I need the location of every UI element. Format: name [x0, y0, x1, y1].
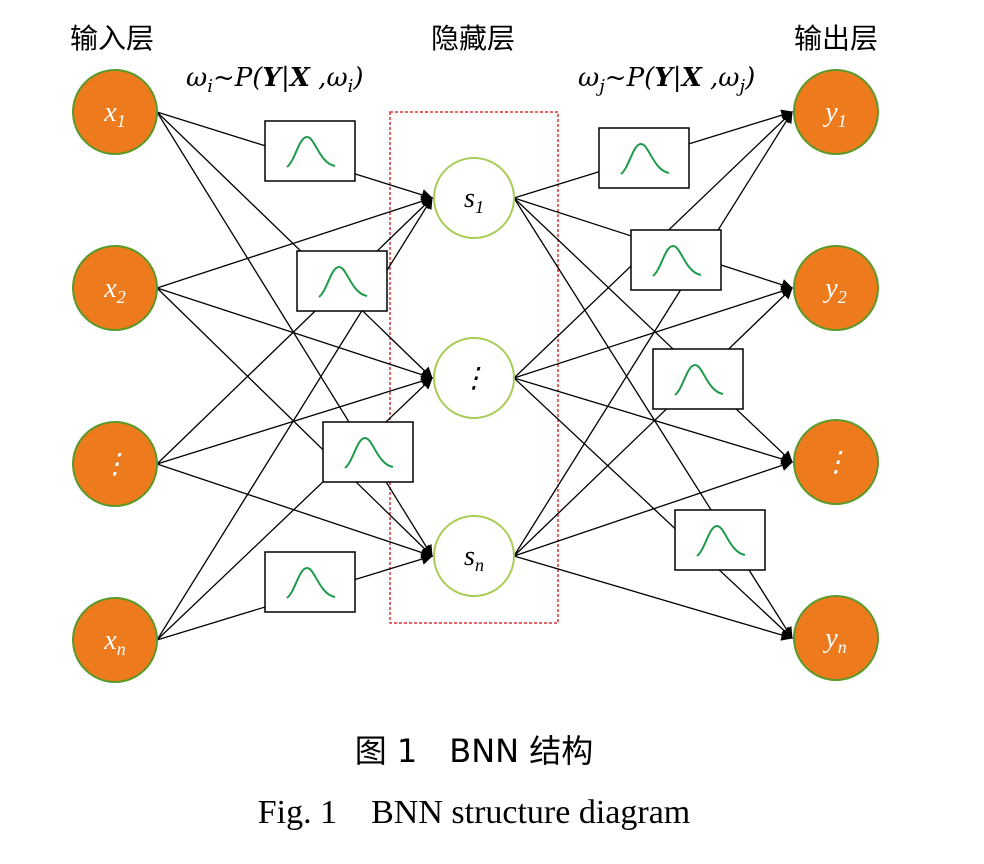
output-node-0: y1 — [793, 69, 879, 155]
input-node-1: x2 — [72, 245, 158, 331]
edge-hidden-2-output-3 — [513, 555, 794, 641]
formula-input-hidden: ωi~P(Y|X ,ωi) — [186, 63, 364, 97]
weight-distribution-box — [630, 229, 722, 291]
output-layer-label: 输出层 — [794, 22, 878, 55]
weight-distribution-box — [674, 509, 766, 571]
weight-distribution-box — [264, 551, 356, 613]
edge-input-2-hidden-2 — [156, 463, 434, 559]
weight-distribution-box — [296, 250, 388, 312]
input-layer-label: 输入层 — [70, 22, 154, 55]
edge-hidden-1-output-2 — [513, 377, 794, 465]
caption-chinese: 图 1 BNN 结构 — [355, 732, 594, 770]
hidden-node-0: s1 — [433, 157, 515, 239]
edge-input-1-hidden-1 — [156, 287, 434, 381]
input-node-0-label: x1 — [103, 97, 125, 131]
output-node-3-label: yn — [822, 623, 846, 657]
hidden-node-2: sn — [433, 515, 515, 597]
formula-hidden-output: ωj~P(Y|X ,ωj) — [578, 63, 755, 97]
edge-input-0-hidden-1 — [156, 111, 433, 379]
distribution-curve-icon — [652, 244, 702, 277]
weight-distribution-box — [264, 120, 356, 182]
input-node-2-label: ⋮ — [101, 449, 129, 480]
output-node-3: yn — [793, 595, 879, 681]
distribution-curve-icon — [344, 436, 394, 469]
input-node-2: ⋮ — [72, 421, 158, 507]
output-node-2: ⋮ — [793, 419, 879, 505]
hidden-layer-label: 隐藏层 — [431, 22, 515, 55]
input-node-0: x1 — [72, 69, 158, 155]
edge-hidden-2-output-1 — [513, 287, 793, 557]
edge-input-2-hidden-0 — [156, 197, 433, 465]
distribution-curve-icon — [286, 566, 336, 599]
input-node-3: xn — [72, 597, 158, 683]
input-node-3-label: xn — [103, 625, 125, 659]
distribution-curve-icon — [620, 142, 670, 175]
hidden-layer-box — [389, 111, 559, 624]
edge-hidden-2-output-2 — [513, 459, 794, 557]
hidden-node-2-label: sn — [464, 541, 484, 575]
distribution-curve-icon — [674, 363, 724, 396]
output-node-2-label: ⋮ — [822, 447, 850, 478]
edge-input-1-hidden-0 — [156, 195, 434, 289]
weight-distribution-boxes — [264, 120, 766, 613]
edge-input-2-hidden-1 — [156, 375, 434, 465]
weight-distribution-box — [322, 421, 414, 483]
distribution-curve-icon — [696, 524, 746, 557]
connections — [156, 109, 794, 641]
output-node-1: y2 — [793, 245, 879, 331]
distribution-curve-icon — [286, 135, 336, 168]
output-node-0-label: y1 — [822, 97, 846, 131]
edge-input-1-hidden-2 — [156, 287, 433, 557]
output-node-1-label: y2 — [822, 273, 846, 307]
caption-english: Fig. 1 BNN structure diagram — [258, 794, 691, 831]
edge-hidden-1-output-3 — [513, 377, 793, 639]
weight-distribution-box — [598, 127, 690, 189]
hidden-node-0-label: s1 — [464, 183, 484, 217]
edge-hidden-0-output-2 — [513, 197, 793, 463]
hidden-node-1-label: ⋮ — [460, 363, 488, 394]
nodes: x1 x2 ⋮ xn s1 ⋮ sn y1 y2 ⋮ yn — [72, 69, 879, 683]
hidden-node-1: ⋮ — [433, 337, 515, 419]
input-node-1-label: x2 — [103, 273, 125, 307]
edge-hidden-2-output-0 — [513, 111, 793, 557]
distribution-curve-icon — [318, 265, 368, 298]
weight-distribution-box — [652, 348, 744, 410]
